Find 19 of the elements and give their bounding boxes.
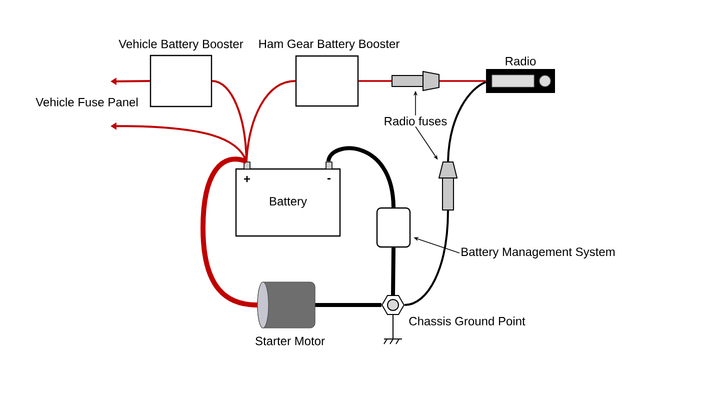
terminal-sign: - (327, 178, 331, 180)
component-label: Ham Gear Battery Booster (259, 40, 400, 50)
callout-label: Battery Management System (462, 248, 615, 258)
wire (439, 80, 486, 82)
callout-label: Radio fuses (384, 116, 447, 126)
terminal-sign: + (244, 176, 250, 182)
wire (358, 80, 392, 82)
component-label: Starter Motor (256, 336, 325, 346)
wire (200, 156, 258, 308)
wire (447, 81, 486, 162)
wire (391, 248, 396, 295)
component-label: Radio (506, 56, 536, 66)
wire (404, 210, 449, 306)
wire (315, 303, 382, 307)
control-box (376, 207, 411, 248)
wire (245, 80, 296, 162)
component-label: Vehicle Battery Booster (118, 39, 244, 51)
component-label: Chassis Ground Point (409, 316, 526, 326)
text-label: Vehicle Fuse Panel (36, 98, 138, 106)
